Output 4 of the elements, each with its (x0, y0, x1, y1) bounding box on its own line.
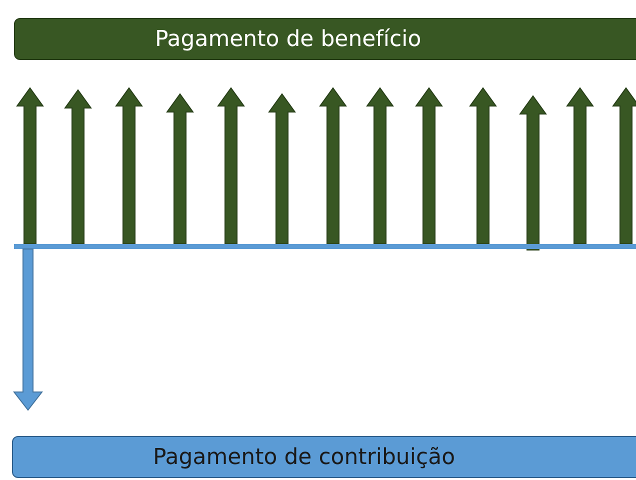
label-bar (12, 436, 636, 478)
bar-label: Pagamento de benefício (155, 26, 422, 54)
bar-label: Pagamento de contribuição (153, 444, 456, 472)
label-bar (14, 18, 636, 60)
